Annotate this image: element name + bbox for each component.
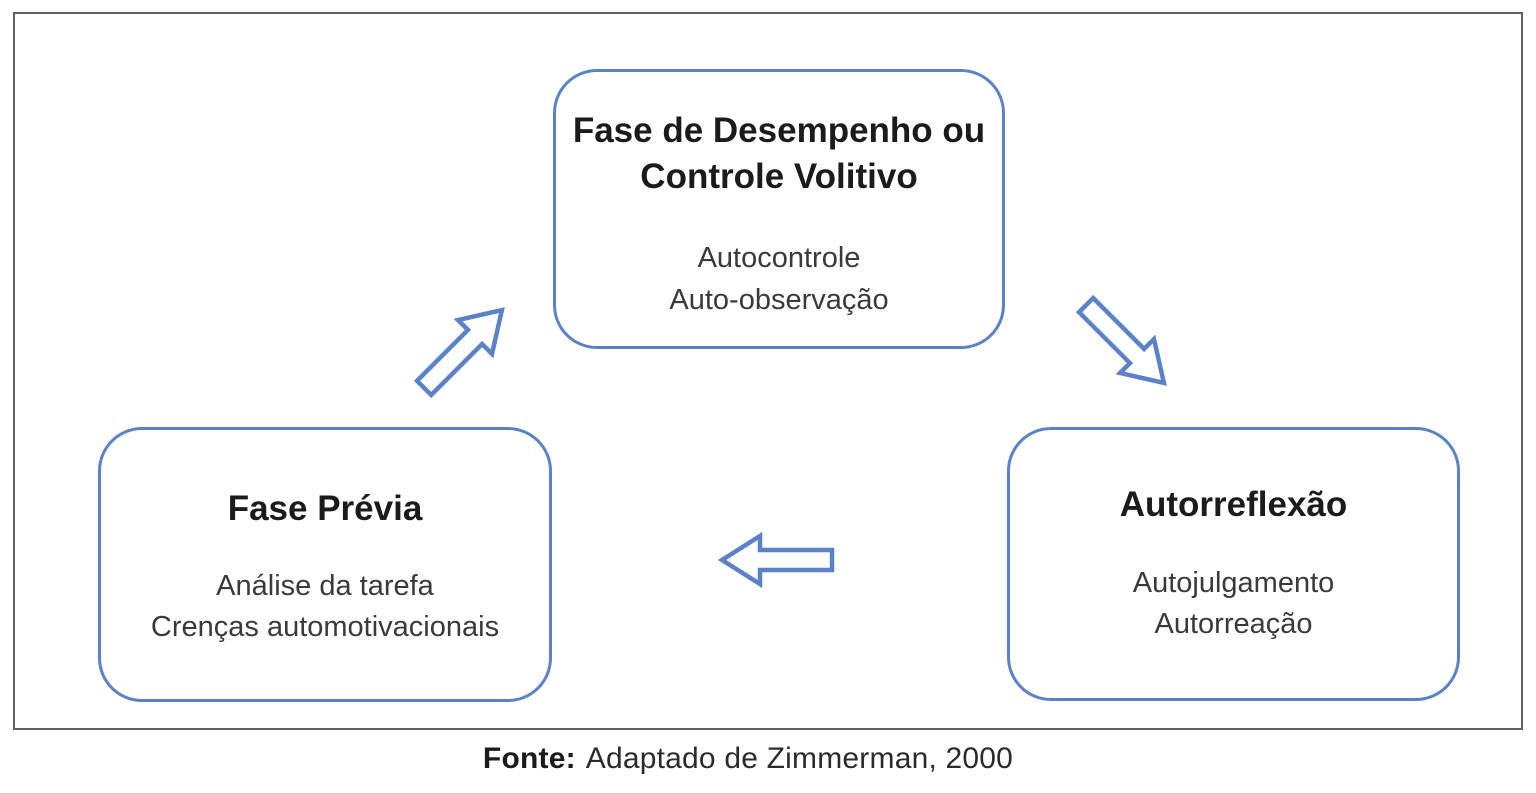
phase-item: Análise da tarefa xyxy=(216,570,434,603)
phase-item: Crenças automotivacionais xyxy=(150,611,500,644)
phase-box-self-reflection: Autorreflexão Autojulgamento Autorreação xyxy=(1007,427,1460,701)
phase-items: Autojulgamento Autorreação xyxy=(1133,563,1335,645)
arrow-up-right-icon xyxy=(401,287,524,410)
source-caption-label: Fonte: xyxy=(482,742,576,775)
arrow-left-icon xyxy=(717,531,836,589)
phase-item: Autorreação xyxy=(1154,608,1313,641)
arrow-down-right-icon xyxy=(1063,282,1186,405)
phase-title: Autorreflexão xyxy=(1119,485,1348,524)
phase-items: Análise da tarefa Crenças automotivacion… xyxy=(151,566,499,648)
phase-item: Autocontrole xyxy=(697,242,861,275)
phase-box-forethought: Fase Prévia Análise da tarefa Crenças au… xyxy=(98,427,552,702)
phase-title: Fase Prévia xyxy=(227,489,423,528)
diagram-frame: Fase de Desempenho ou Controle Volitivo … xyxy=(13,12,1523,730)
phase-box-performance: Fase de Desempenho ou Controle Volitivo … xyxy=(553,69,1005,349)
phase-items: Autocontrole Auto-observação xyxy=(669,238,888,320)
source-caption-text: Adaptado de Zimmerman, 2000 xyxy=(585,742,1014,775)
phase-item: Auto-observação xyxy=(669,283,889,316)
source-caption: Fonte: Adaptado de Zimmerman, 2000 xyxy=(0,742,1536,776)
phase-item: Autojulgamento xyxy=(1132,567,1335,600)
phase-title: Fase de Desempenho ou Controle Volitivo xyxy=(572,111,986,197)
